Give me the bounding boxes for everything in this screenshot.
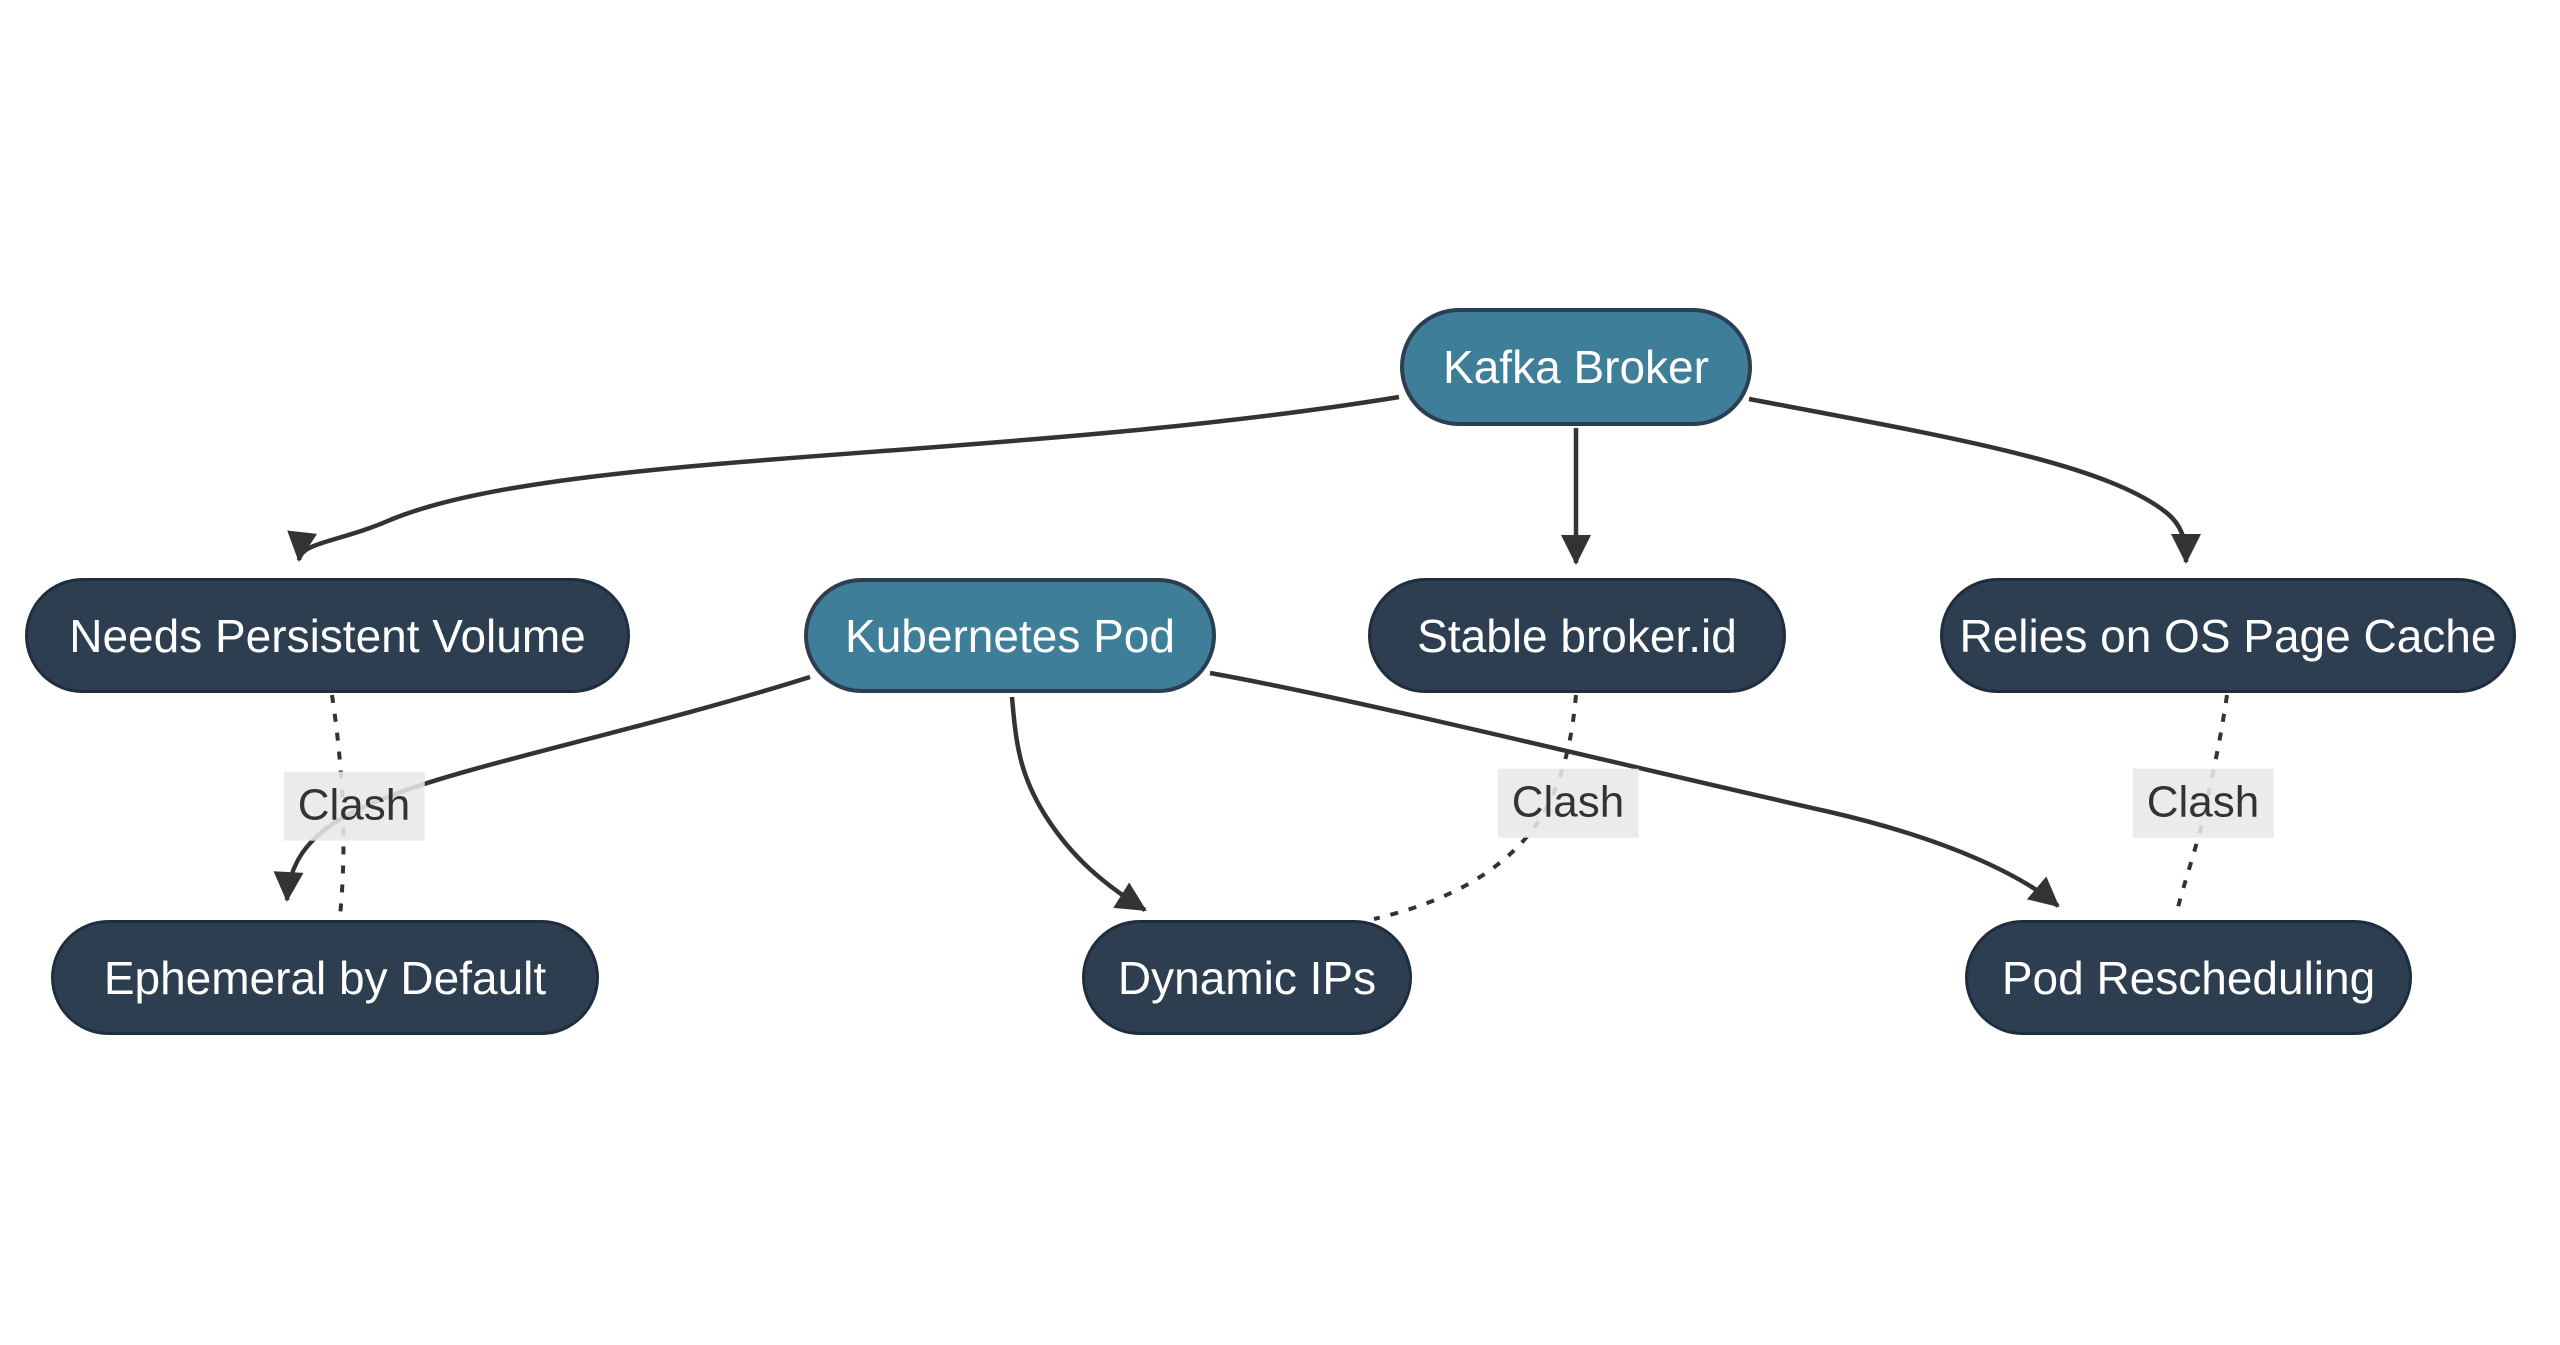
node-pod-rescheduling-label: Pod Rescheduling — [2001, 951, 2376, 1004]
node-relies-os-page-cache-label: Relies on OS Page Cache — [1959, 609, 2497, 662]
node-dynamic-ips-label: Dynamic IPs — [1117, 951, 1377, 1004]
node-ephemeral-by-default-label: Ephemeral by Default — [103, 951, 547, 1004]
node-kubernetes-pod-label: Kubernetes Pod — [845, 609, 1175, 662]
node-needs-persistent-volume-label: Needs Persistent Volume — [69, 609, 586, 662]
edge-kafka-broker-to-relies-os-page-cache — [1748, 396, 2201, 564]
edge-kafka-broker-to-needs-persistent-volume — [287, 394, 1400, 562]
node-kafka-broker-label: Kafka Broker — [1443, 341, 1709, 393]
node-kubernetes-pod: Kubernetes Pod — [804, 578, 1216, 693]
node-dynamic-ips: Dynamic IPs — [1082, 920, 1412, 1035]
node-needs-persistent-volume: Needs Persistent Volume — [25, 578, 630, 693]
node-pod-rescheduling: Pod Rescheduling — [1965, 920, 2412, 1035]
edge-label-clash-middle: Clash — [1497, 768, 1639, 838]
edge-kubernetes-pod-to-ephemeral-by-default — [273, 674, 811, 902]
edge-kubernetes-pod-to-pod-rescheduling — [1209, 670, 2060, 908]
edge-clash-relies-os-page-cache-pod-rescheduling — [2174, 694, 2229, 916]
edge-kubernetes-pod-to-dynamic-ips — [1009, 696, 1147, 912]
node-ephemeral-by-default: Ephemeral by Default — [51, 920, 599, 1035]
node-stable-broker-id-label: Stable broker.id — [1417, 609, 1737, 662]
edge-label-clash-left: Clash — [283, 771, 425, 841]
edge-clash-stable-broker-id-dynamic-ips — [1373, 694, 1578, 921]
node-stable-broker-id: Stable broker.id — [1368, 578, 1786, 693]
edge-label-clash-right: Clash — [2132, 768, 2274, 838]
node-relies-os-page-cache: Relies on OS Page Cache — [1940, 578, 2516, 693]
edge-clash-needs-persistent-volume-ephemeral-by-default — [330, 694, 346, 917]
node-kafka-broker: Kafka Broker — [1400, 308, 1752, 426]
